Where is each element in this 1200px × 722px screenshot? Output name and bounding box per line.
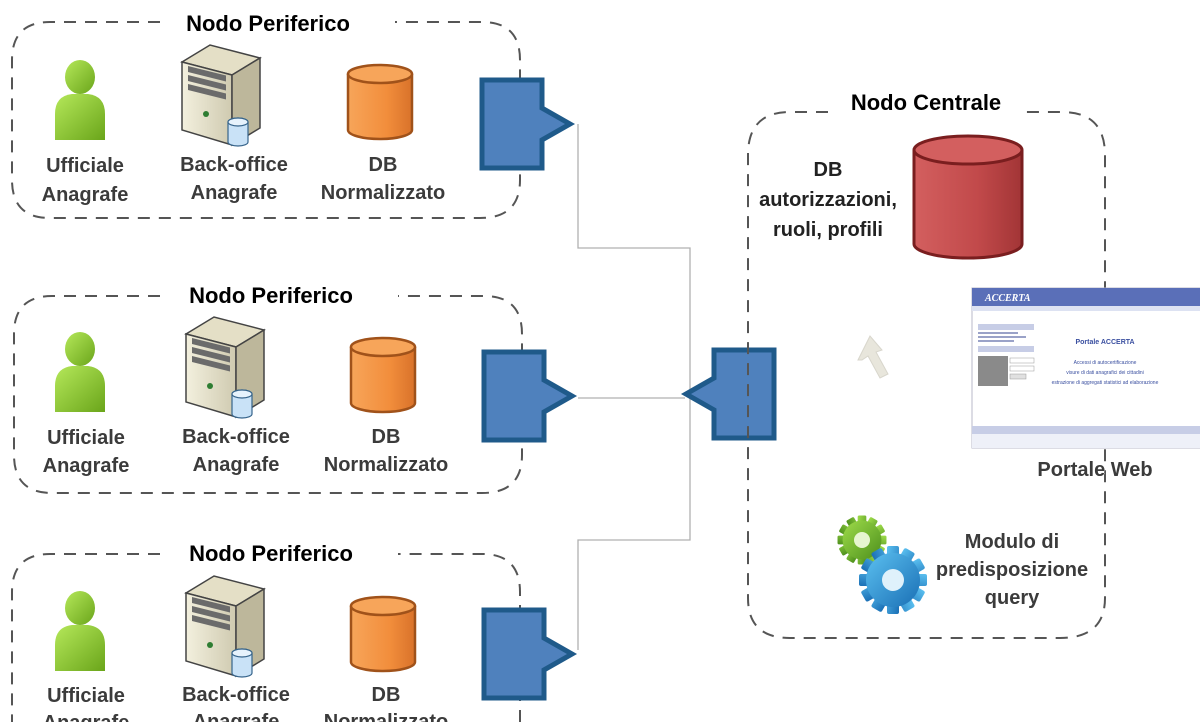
db-auth-label-line2: autorizzazioni, bbox=[759, 189, 897, 211]
db-label-line1: DB bbox=[372, 684, 401, 706]
peripheral-node-title: Nodo Periferico bbox=[189, 283, 353, 308]
connector-arrow-right bbox=[484, 352, 572, 440]
module-label-line2: predisposizione bbox=[936, 559, 1088, 581]
module-label-line1: Modulo di bbox=[965, 531, 1059, 553]
portal-screenshot: ACCERTA Portale ACCERTA Accessi di autoc… bbox=[971, 287, 1200, 449]
server-label-line2: Anagrafe bbox=[193, 454, 280, 476]
exchange-arrow-icon bbox=[857, 335, 889, 379]
connector-arrow-right bbox=[482, 80, 570, 168]
person-label-line2: Anagrafe bbox=[43, 712, 130, 722]
server-label-line2: Anagrafe bbox=[191, 182, 278, 204]
server-label-line1: Back-office bbox=[182, 426, 290, 448]
person-label-line1: Ufficiale bbox=[47, 427, 125, 449]
db-label-line1: DB bbox=[369, 154, 398, 176]
central-node-title: Nodo Centrale bbox=[851, 90, 1001, 115]
db-auth-label-line1: DB bbox=[814, 159, 843, 181]
portal-page-title: Portale ACCERTA bbox=[1075, 339, 1134, 346]
db-auth-label-line3: ruoli, profili bbox=[773, 219, 883, 241]
portal-link: estrazione di aggregati statistici ad el… bbox=[1052, 380, 1159, 386]
user-icon bbox=[55, 591, 105, 671]
gears-icon bbox=[837, 515, 927, 614]
peripheral-node-border bbox=[13, 295, 523, 494]
peripheral-node-1: Nodo Periferico Ufficiale Anagrafe Back-… bbox=[11, 11, 521, 219]
peripheral-node-border bbox=[11, 553, 521, 722]
person-label-line1: Ufficiale bbox=[47, 685, 125, 707]
db-label-line1: DB bbox=[372, 426, 401, 448]
module-label-line3: query bbox=[985, 587, 1040, 609]
server-icon bbox=[185, 316, 265, 419]
connector-arrow-right bbox=[484, 610, 572, 698]
peripheral-node-border bbox=[11, 21, 521, 219]
peripheral-node-title: Nodo Periferico bbox=[189, 541, 353, 566]
db-label-line2: Normalizzato bbox=[321, 182, 445, 204]
database-icon bbox=[346, 63, 414, 141]
db-label-line2: Normalizzato bbox=[324, 711, 448, 722]
server-label-line1: Back-office bbox=[182, 684, 290, 706]
auth-database-icon bbox=[912, 134, 1024, 260]
person-label-line1: Ufficiale bbox=[46, 155, 124, 177]
peripheral-node-2: Nodo Periferico Ufficiale Anagrafe Back-… bbox=[13, 283, 523, 494]
user-icon bbox=[55, 332, 105, 412]
person-label-line2: Anagrafe bbox=[43, 455, 130, 477]
connector-arrow-left bbox=[686, 350, 774, 438]
peripheral-node-3: Nodo Periferico Ufficiale Anagrafe Back-… bbox=[11, 541, 521, 722]
user-icon bbox=[55, 60, 105, 140]
connection-lines bbox=[577, 124, 691, 650]
server-label-line1: Back-office bbox=[180, 154, 288, 176]
portal-label: Portale Web bbox=[1037, 459, 1152, 481]
peripheral-node-title: Nodo Periferico bbox=[186, 11, 350, 36]
server-label-line2: Anagrafe bbox=[193, 711, 280, 722]
database-icon bbox=[349, 336, 417, 414]
portal-link: visure di dati anagrafici dei cittadini bbox=[1066, 370, 1144, 376]
server-icon bbox=[181, 44, 261, 147]
portal-header-title: ACCERTA bbox=[984, 293, 1031, 304]
database-icon bbox=[349, 595, 417, 673]
portal-link: Accessi di autocertificazione bbox=[1074, 360, 1137, 366]
central-node: Nodo Centrale DB autorizzazioni, ruoli, … bbox=[747, 90, 1200, 639]
person-label-line2: Anagrafe bbox=[42, 184, 129, 206]
db-label-line2: Normalizzato bbox=[324, 454, 448, 476]
server-icon bbox=[185, 575, 265, 678]
